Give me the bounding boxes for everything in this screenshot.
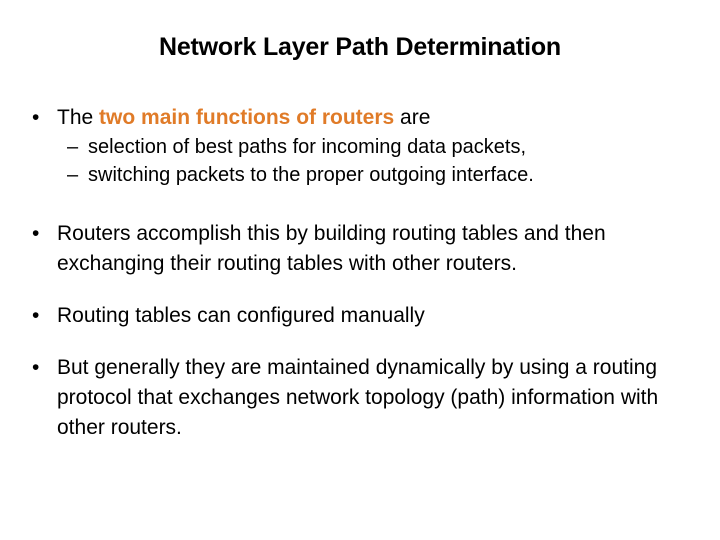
bullet-1-highlight-text: two main functions of routers: [99, 106, 395, 129]
sub-bullet-dash-icon: –: [67, 164, 79, 186]
sub-bullet-item-2: – switching packets to the proper outgoi…: [28, 161, 692, 189]
sub-bullet-text-1: selection of best paths for incoming dat…: [88, 136, 527, 158]
page-title: Network Layer Path Determination: [158, 33, 562, 61]
spacer: [28, 279, 692, 301]
spacer: [28, 189, 692, 219]
spacer: [28, 331, 692, 353]
bullet-block-2: • Routers accomplish this by building ro…: [28, 219, 692, 279]
bullet-block-1: • The two main functions of routers are …: [28, 103, 692, 189]
bullet-text-3: Routing tables can configured manually: [57, 304, 425, 327]
sub-bullet-list-1: – selection of best paths for incoming d…: [28, 133, 692, 189]
bullet-item-3: • Routing tables can configured manually: [28, 301, 692, 331]
sub-bullet-dash-icon: –: [67, 136, 79, 158]
bullet-point-icon: •: [32, 304, 40, 327]
bullet-point-icon: •: [32, 356, 40, 379]
bullet-item-1: • The two main functions of routers are: [28, 103, 692, 133]
bullet-point-icon: •: [32, 222, 40, 245]
bullet-item-4: • But generally they are maintained dyna…: [28, 353, 692, 443]
sub-bullet-item-1: – selection of best paths for incoming d…: [28, 133, 692, 161]
sub-bullet-text-2: switching packets to the proper outgoing…: [88, 164, 534, 186]
slide-body: • The two main functions of routers are …: [28, 103, 692, 443]
bullet-text-2: Routers accomplish this by building rout…: [57, 222, 606, 275]
bullet-1-trail-text: are: [394, 106, 431, 129]
bullet-text-4: But generally they are maintained dynami…: [57, 356, 659, 439]
bullet-block-3: • Routing tables can configured manually: [28, 301, 692, 331]
bullet-1-lead-text: The: [57, 106, 100, 129]
bullet-block-4: • But generally they are maintained dyna…: [28, 353, 692, 443]
bullet-item-2: • Routers accomplish this by building ro…: [28, 219, 692, 279]
bullet-point-icon: •: [32, 106, 40, 129]
bullet-text-1: The two main functions of routers are: [57, 103, 692, 133]
